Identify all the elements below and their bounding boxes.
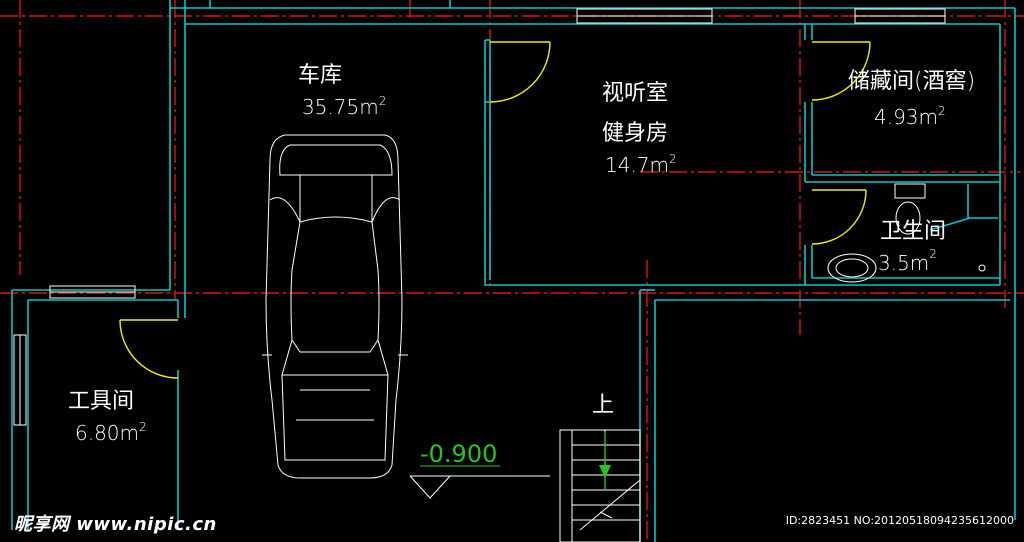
storage-room-name: 储藏间(酒窖) bbox=[848, 69, 975, 94]
bathroom-name: 卫生间 bbox=[880, 219, 946, 244]
watermark-id: ID:2823451 NO:20120518094235612000 bbox=[785, 514, 1014, 527]
walls bbox=[11, 0, 1016, 542]
windows bbox=[13, 8, 946, 426]
garage-area: 35.75m2 bbox=[302, 94, 386, 119]
stair-arrow-icon bbox=[599, 432, 611, 490]
tool-room-name: 工具间 bbox=[68, 389, 134, 414]
gym-room-name: 健身房 bbox=[602, 121, 668, 146]
media-room-area: 14.7m2 bbox=[605, 152, 677, 177]
car-drawing bbox=[262, 134, 408, 479]
media-room-name: 视听室 bbox=[602, 81, 668, 106]
garage-name: 车库 bbox=[298, 63, 342, 88]
tool-room-area: 6.80m2 bbox=[75, 420, 147, 445]
bathroom-fixtures bbox=[827, 183, 986, 283]
doors bbox=[119, 41, 871, 379]
staircase bbox=[559, 429, 641, 542]
elevation-marker bbox=[409, 465, 550, 499]
watermark-brand: 昵享网 www.nipic.cn bbox=[14, 514, 217, 535]
bathroom-area: 3.5m2 bbox=[878, 247, 937, 275]
elevation-label: -0.900 bbox=[420, 440, 497, 468]
storage-room-area: 4.93m2 bbox=[874, 104, 946, 129]
stair-up-label: 上 bbox=[592, 393, 614, 418]
